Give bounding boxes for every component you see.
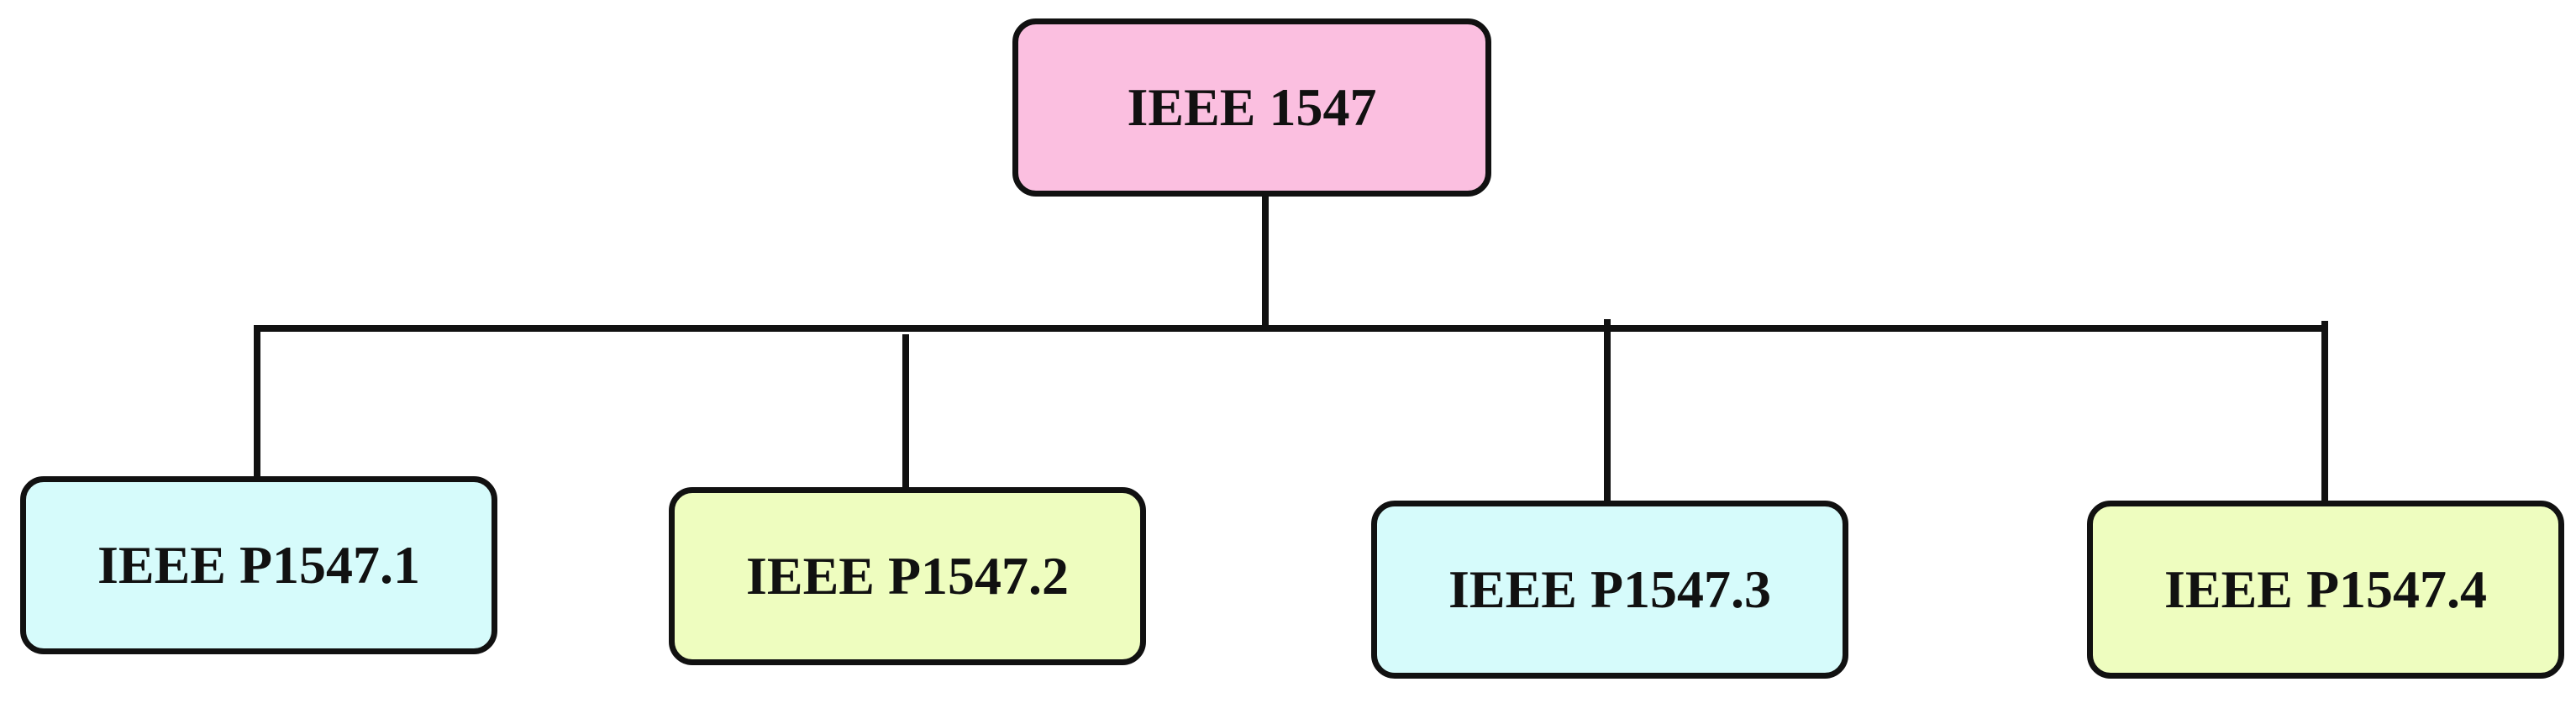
- child-node-1: IEEE P1547.1: [20, 476, 497, 654]
- child-node-1-label: IEEE P1547.1: [97, 535, 421, 595]
- child-node-2-label: IEEE P1547.2: [745, 546, 1070, 606]
- child-node-2: IEEE P1547.2: [669, 487, 1146, 665]
- child-node-3-label: IEEE P1547.3: [1448, 559, 1772, 619]
- child-node-4: IEEE P1547.4: [2087, 501, 2564, 679]
- child-node-4-label: IEEE P1547.4: [2163, 559, 2488, 619]
- root-node-label: IEEE 1547: [1127, 77, 1377, 137]
- child-node-3: IEEE P1547.3: [1371, 501, 1848, 679]
- root-node: IEEE 1547: [1012, 18, 1491, 197]
